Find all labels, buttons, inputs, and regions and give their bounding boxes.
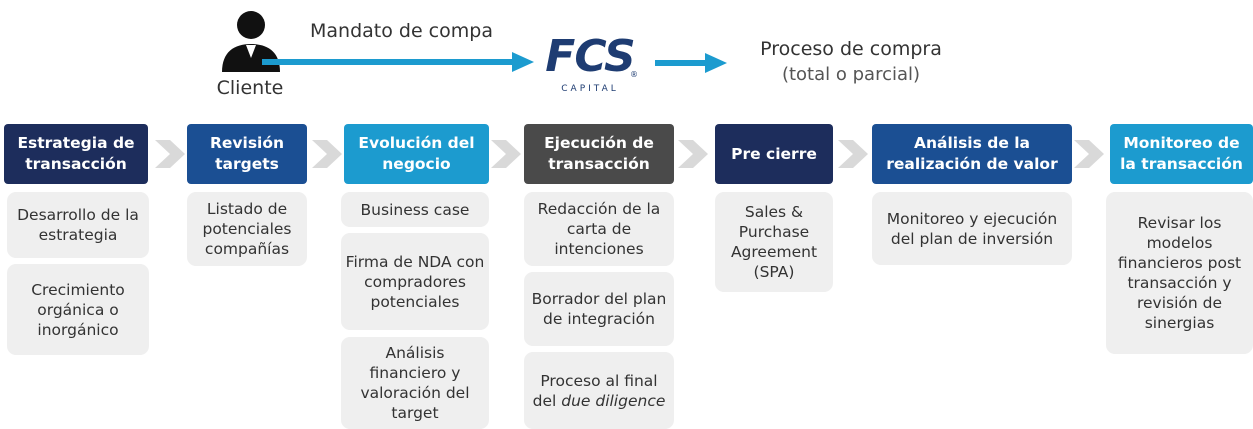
- phase-title-line2: la transacción: [1120, 155, 1243, 173]
- detail-box: Listado de potenciales compañías: [187, 192, 307, 266]
- chevron-right-icon: [1074, 140, 1104, 168]
- chevron-right-icon: [155, 140, 185, 168]
- logo-registered-mark: ®: [630, 70, 638, 79]
- phase-header-pre-cierre: Pre cierre: [715, 124, 833, 184]
- phase-title-line1: Evolución del: [358, 134, 475, 152]
- chevron-right-icon: [678, 140, 708, 168]
- client-label: Cliente: [216, 77, 284, 99]
- mandate-label: Mandato de compa: [310, 20, 493, 42]
- detail-box: Crecimiento orgánica o inorgánico: [7, 264, 149, 355]
- arrow-right-icon: [262, 52, 534, 72]
- phase-title-line1: Monitoreo de: [1123, 134, 1240, 152]
- detail-box: Borrador del plan de integración: [524, 272, 674, 346]
- detail-box: Business case: [341, 192, 489, 227]
- phase-header-revision: Revisión targets: [187, 124, 307, 184]
- detail-box: Desarrollo de la estrategia: [7, 192, 149, 258]
- phase-title-line1: Revisión: [209, 134, 285, 152]
- chevron-right-icon: [491, 140, 521, 168]
- process-label: Proceso de compra: [760, 38, 942, 60]
- phase-title-line2: transacción: [25, 155, 127, 173]
- phase-header-monitoreo: Monitoreo de la transacción: [1110, 124, 1253, 184]
- phase-title-line1: Ejecución de: [544, 134, 654, 152]
- logo-brand: FCS: [545, 31, 635, 82]
- phase-title-line2: negocio: [382, 155, 451, 173]
- detail-box: Firma de NDA con compradores potenciales: [341, 233, 489, 330]
- phase-title-line2: transacción: [548, 155, 650, 173]
- detail-text: Proceso al final del: [532, 371, 658, 410]
- detail-text-italic: due diligence: [561, 391, 666, 410]
- chevron-right-icon: [312, 140, 342, 168]
- detail-box: Sales & Purchase Agreement (SPA): [715, 192, 833, 292]
- phase-title-line1: Análisis de la: [913, 134, 1031, 152]
- phase-title-line1: Pre cierre: [731, 144, 817, 163]
- phase-header-ejecucion: Ejecución de transacción: [524, 124, 674, 184]
- logo-sub: CAPITAL: [561, 84, 619, 94]
- phase-title-line2: realización de valor: [886, 155, 1058, 173]
- phase-title-line2: targets: [215, 155, 279, 173]
- chevron-right-icon: [838, 140, 868, 168]
- phase-title-line1: Estrategia de: [17, 134, 135, 152]
- fcs-capital-logo: FCS ® CAPITAL: [538, 32, 642, 98]
- process-sublabel: (total o parcial): [781, 64, 921, 85]
- detail-box: Proceso al final del due diligence: [524, 352, 674, 429]
- phase-header-analisis: Análisis de la realización de valor: [872, 124, 1072, 184]
- arrow-right-icon: [655, 53, 727, 73]
- detail-box: Redacción de la carta de intenciones: [524, 192, 674, 266]
- detail-box: Monitoreo y ejecución del plan de invers…: [872, 192, 1072, 265]
- phase-header-estrategia: Estrategia de transacción: [4, 124, 148, 184]
- phase-header-evolucion: Evolución del negocio: [344, 124, 489, 184]
- detail-box: Revisar los modelos financieros post tra…: [1106, 192, 1253, 354]
- detail-box: Análisis financiero y valoración del tar…: [341, 337, 489, 429]
